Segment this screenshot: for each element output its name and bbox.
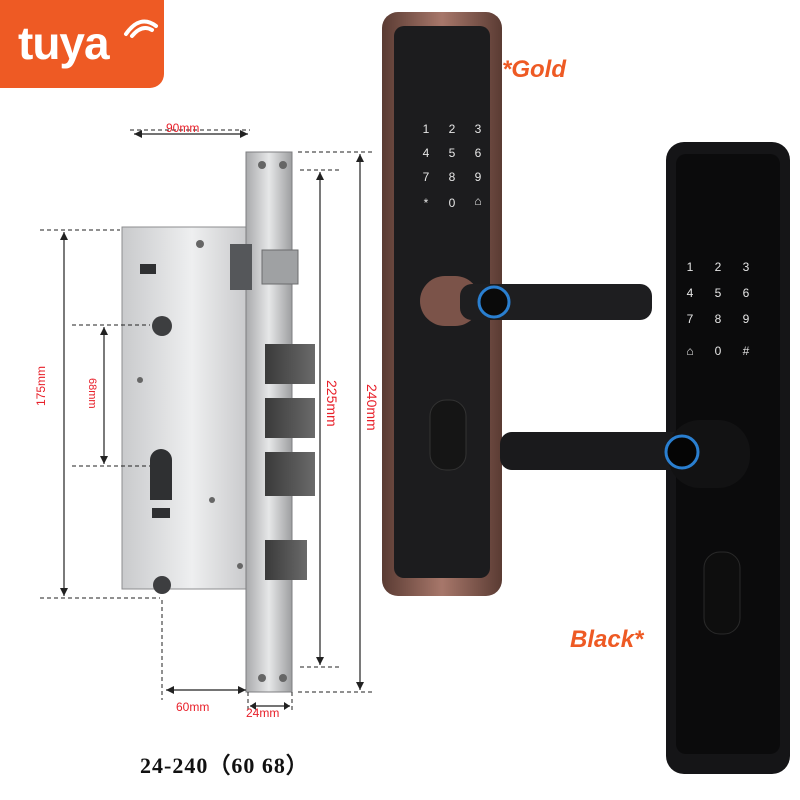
brand-logo-text: tuya bbox=[18, 17, 110, 69]
black-label: Black* bbox=[570, 626, 644, 653]
fingerprint-sensor-icon bbox=[664, 434, 700, 470]
bolt bbox=[265, 452, 315, 496]
brand-logo bbox=[0, 0, 164, 88]
dim-height-mid: 68mm bbox=[86, 378, 98, 409]
model-caption: 24-240（60 68） bbox=[140, 753, 309, 778]
dim-faceplate-inner: 225mm bbox=[324, 380, 340, 427]
bolt bbox=[265, 344, 315, 384]
dim-faceplate-width: 24mm bbox=[246, 706, 280, 720]
dim-backset: 60mm bbox=[176, 700, 210, 714]
black-handle bbox=[500, 420, 750, 488]
fingerprint-sensor-icon bbox=[477, 285, 511, 319]
bolt bbox=[265, 540, 307, 580]
gold-label: *Gold bbox=[502, 56, 566, 83]
dim-faceplate-outer: 240mm bbox=[364, 384, 380, 431]
gold-handle bbox=[420, 276, 652, 326]
bolt bbox=[265, 398, 315, 438]
wifi-icon bbox=[124, 19, 158, 38]
dim-height-outer: 175mm bbox=[34, 366, 48, 407]
dim-width-top: 90mm bbox=[166, 121, 200, 135]
